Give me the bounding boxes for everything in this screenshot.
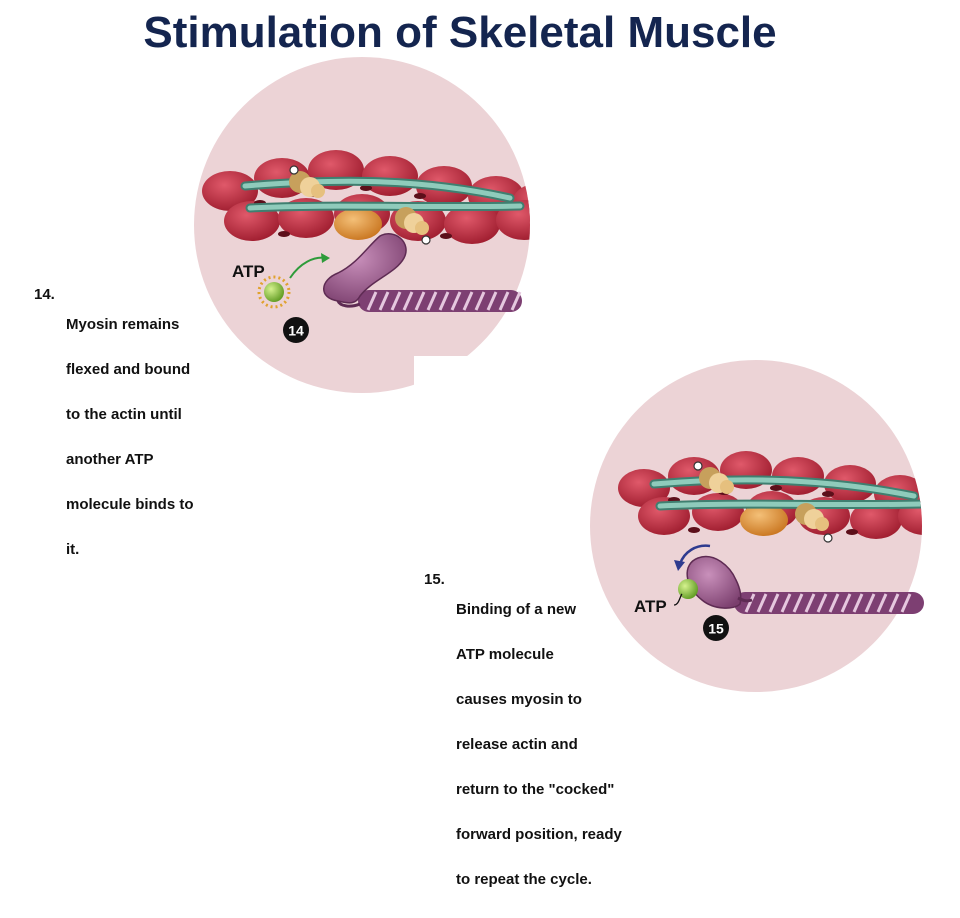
caption-line: molecule binds to <box>66 496 194 513</box>
myosin-thick-filament <box>734 592 924 614</box>
rotation-arrow-icon <box>678 544 711 565</box>
atp-label: ATP <box>232 262 265 281</box>
atp-label: ATP <box>634 597 667 616</box>
caption-line: causes myosin to <box>456 691 582 708</box>
step-badge: 14 <box>283 317 309 343</box>
svg-text:15: 15 <box>708 621 724 637</box>
step-caption-15: 15. Binding of a new ATP molecule causes… <box>424 571 644 887</box>
step-badge: 15 <box>703 615 729 641</box>
troponin-complex <box>693 461 833 543</box>
myosin-head <box>686 555 742 609</box>
troponin-complex <box>289 165 431 245</box>
caption-text: Binding of a new ATP molecule causes myo… <box>456 572 622 917</box>
step-caption-14: 14. Myosin remains flexed and bound to t… <box>34 286 234 557</box>
caption-line: release actin and <box>456 736 578 753</box>
page-title: Stimulation of Skeletal Muscle <box>143 8 777 57</box>
myosin-thick-filament <box>358 290 522 312</box>
tropomyosin-strand <box>240 176 525 213</box>
myosin-binding-site <box>740 504 788 536</box>
caption-line: ATP molecule <box>456 646 554 663</box>
myosin-binding-site <box>334 208 382 240</box>
caption-line: it. <box>66 541 80 558</box>
caption-line: to repeat the cycle. <box>456 871 592 888</box>
caption-line: return to the "cocked" <box>456 781 615 798</box>
atp-molecule <box>678 579 698 599</box>
tropomyosin-strand <box>649 475 922 511</box>
image-cutout <box>414 356 470 398</box>
caption-line: Myosin remains <box>66 316 180 333</box>
step-number: 14. <box>34 286 55 303</box>
caption-line: another ATP <box>66 451 154 468</box>
caption-text: Myosin remains flexed and bound to the a… <box>66 287 194 587</box>
myosin-head <box>323 233 407 304</box>
caption-line: to the actin until <box>66 406 182 423</box>
caption-line: Binding of a new <box>456 601 576 618</box>
caption-line: forward position, ready <box>456 826 622 843</box>
diagram-step-14: ATP 14 <box>194 57 530 393</box>
diagram-step-15: ATP 15 <box>590 360 924 692</box>
caption-line: flexed and bound <box>66 361 191 378</box>
atp-molecule <box>257 275 291 309</box>
svg-text:14: 14 <box>288 323 304 339</box>
step-number: 15. <box>424 571 445 588</box>
